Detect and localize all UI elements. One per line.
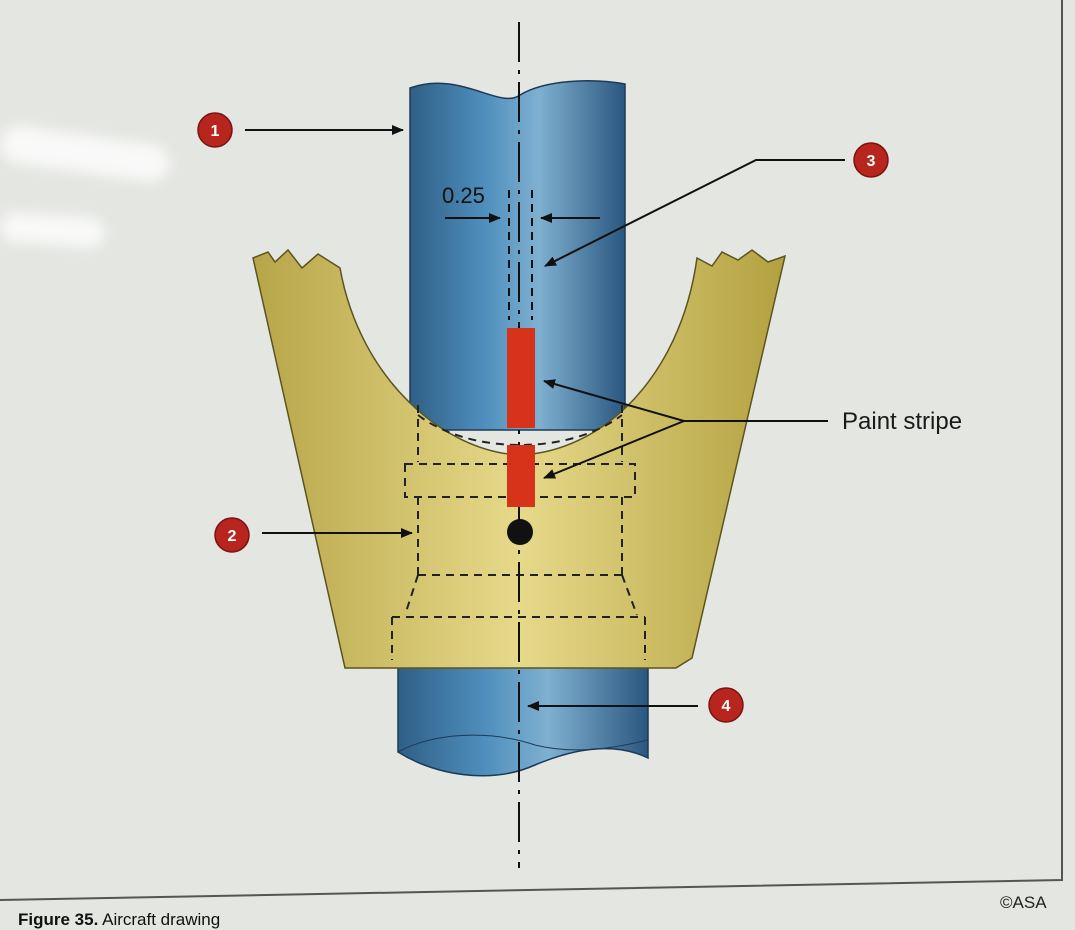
copyright-credit: ©ASA — [1000, 893, 1047, 912]
lower-tube-end — [397, 734, 649, 753]
lower-tube — [397, 649, 649, 777]
callout-number-2: 2 — [228, 528, 237, 545]
callout-badge-3 — [853, 142, 889, 178]
callout-arrow-3 — [544, 159, 845, 267]
paint-stripe-arrow-lower — [543, 420, 685, 479]
paint-stripe-label: Paint stripe — [842, 408, 962, 435]
callout-badge-1 — [197, 112, 233, 148]
caption-number: Figure 35. — [18, 910, 99, 929]
paint-stripe-arrow-upper — [543, 379, 685, 422]
callout-number-3: 3 — [867, 153, 876, 170]
figure-frame — [0, 0, 1063, 901]
paint-stripe-lower — [507, 445, 535, 507]
upper-tube — [409, 80, 626, 431]
callout-badge-2 — [214, 517, 250, 553]
dimension-label: 0.25 — [442, 183, 485, 208]
caption-text: Aircraft drawing — [102, 910, 221, 929]
callout-number-1: 1 — [211, 123, 220, 140]
callout-number-4: 4 — [722, 698, 731, 715]
paint-stripe-upper — [507, 328, 535, 428]
witness-hole — [507, 519, 533, 545]
callout-badge-4 — [708, 687, 744, 723]
figure-caption: Figure 35. Aircraft drawing — [18, 910, 220, 930]
dimension-lines — [508, 190, 533, 320]
